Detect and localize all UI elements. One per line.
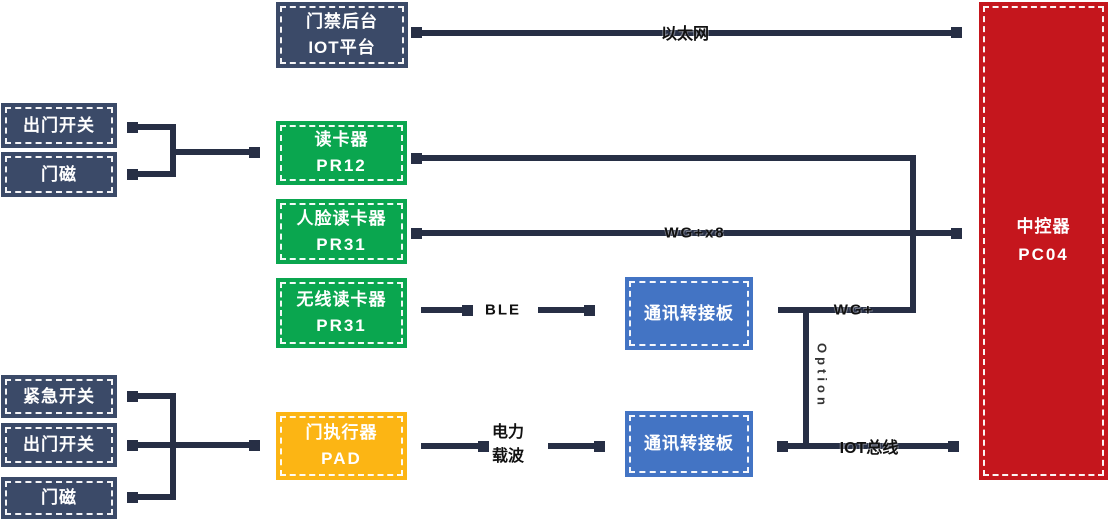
box-label: 无线读卡器: [296, 290, 387, 309]
box-wireless-reader-pr31: 无线读卡器 PR31: [276, 278, 407, 348]
connector-line-ble: [538, 307, 588, 313]
edge-label-wg-x8: WG+x8: [664, 224, 726, 242]
edge-label-option: Option: [814, 343, 830, 409]
connector-line-wg-x8: [420, 230, 956, 236]
connector-square: [948, 441, 959, 452]
connector-line: [170, 124, 176, 177]
box-label: PR31: [316, 234, 367, 254]
box-card-reader-pr12: 读卡器 PR12: [276, 121, 407, 185]
connector-square: [411, 228, 422, 239]
connector-square: [584, 305, 595, 316]
connector-line: [176, 149, 254, 155]
box-exit-switch-bottom: 出门开关: [1, 423, 117, 467]
connector-line: [136, 171, 176, 177]
connector-line-iot-bus: [782, 443, 954, 449]
connector-square: [951, 27, 962, 38]
box-door-magnet-bottom: 门磁: [1, 477, 117, 519]
box-label: 人脸读卡器: [296, 208, 387, 228]
box-door-actuator-pad: 门执行器 PAD: [276, 412, 407, 480]
box-label: PR31: [316, 316, 367, 335]
connector-line-power-carrier: [421, 443, 483, 449]
box-face-reader-pr31: 人脸读卡器 PR31: [276, 199, 407, 264]
connector-line-ethernet: [420, 30, 956, 36]
edge-label-power-carrier-line2: 载波: [491, 448, 525, 465]
edge-label-power-carrier: 电力 载波: [492, 421, 524, 469]
box-label: PR12: [316, 156, 367, 175]
box-label: 出门开关: [23, 115, 95, 135]
edge-label-power-carrier-line1: 电力: [491, 424, 525, 441]
connector-line: [136, 442, 254, 448]
box-label: 门执行器: [305, 423, 378, 442]
box-label: 紧急开关: [23, 386, 95, 406]
box-label: 门磁: [41, 164, 77, 184]
connector-square: [127, 122, 138, 133]
edge-label-ble: BLE: [485, 301, 521, 319]
edge-label-iot-bus: IOT总线: [839, 440, 899, 457]
connector-square: [594, 441, 605, 452]
box-access-backend-iot-platform: 门禁后台 IOT平台: [276, 2, 408, 68]
box-exit-switch-top: 出门开关: [1, 103, 117, 148]
box-label: 通讯转接板: [644, 303, 734, 323]
edge-label-ethernet: 以太网: [660, 26, 710, 43]
box-comm-adapter-top: 通讯转接板: [625, 277, 753, 350]
connector-line-pr12: [420, 155, 916, 161]
box-label: 门禁后台: [306, 12, 378, 31]
box-label: PAD: [321, 449, 362, 468]
connector-square: [951, 228, 962, 239]
box-comm-adapter-bottom: 通讯转接板: [625, 411, 753, 477]
connector-square: [127, 169, 138, 180]
connector-square: [411, 153, 422, 164]
box-label: PC04: [1018, 245, 1069, 264]
connector-square: [478, 441, 489, 452]
box-central-controller-pc04: 中控器 PC04: [979, 2, 1108, 480]
connector-square: [127, 391, 138, 402]
connector-line-wg-plus: [778, 307, 916, 313]
connector-line: [136, 393, 176, 399]
connector-square: [127, 492, 138, 503]
edge-label-wg-plus: WG+: [833, 301, 875, 319]
connector-square: [462, 305, 473, 316]
connector-square: [127, 440, 138, 451]
connector-line-option: [803, 310, 809, 449]
connector-line: [136, 494, 176, 500]
box-label: IOT平台: [308, 38, 376, 57]
connector-square: [249, 147, 260, 158]
connector-line: [136, 124, 176, 130]
connector-line-power-carrier: [548, 443, 600, 449]
connector-line-ble: [421, 307, 467, 313]
box-emergency-switch: 紧急开关: [1, 375, 117, 418]
box-door-magnet-top: 门磁: [1, 152, 117, 197]
box-label: 出门开关: [23, 435, 95, 454]
connector-square: [249, 440, 260, 451]
box-label: 中控器: [1016, 217, 1071, 236]
connector-square: [411, 27, 422, 38]
connector-line: [170, 393, 176, 500]
box-label: 通讯转接板: [644, 434, 734, 453]
connector-square: [777, 441, 788, 452]
box-label: 门磁: [41, 488, 77, 507]
box-label: 读卡器: [314, 130, 369, 149]
